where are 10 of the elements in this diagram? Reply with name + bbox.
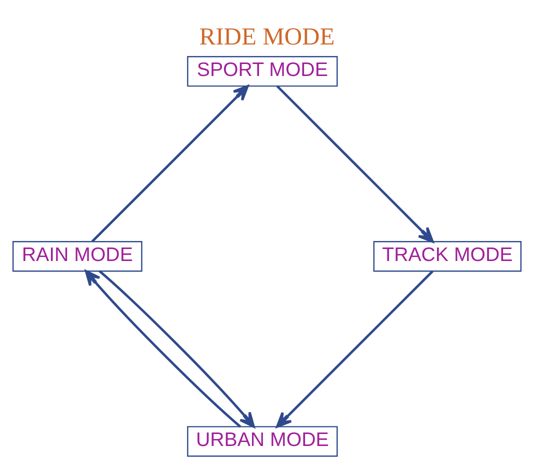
arrow bbox=[98, 270, 255, 428]
arrow bbox=[91, 84, 249, 242]
node-box: RAIN MODE bbox=[12, 240, 142, 272]
node-box: TRACK MODE bbox=[373, 240, 522, 272]
diagram-title: RIDE MODE bbox=[199, 22, 335, 50]
arrow bbox=[84, 270, 242, 428]
node-box: SPORT MODE bbox=[187, 56, 338, 86]
arrow bbox=[276, 84, 434, 242]
arrow bbox=[276, 270, 434, 428]
node-box: URBAN MODE bbox=[187, 426, 338, 456]
